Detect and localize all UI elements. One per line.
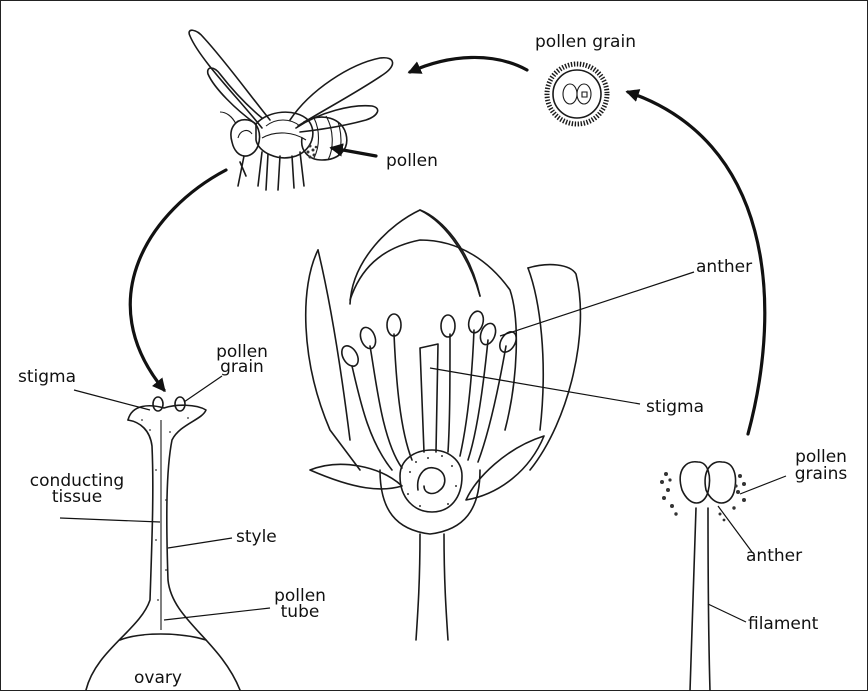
pistil-illustration — [86, 397, 240, 690]
stamen-illustration — [660, 462, 746, 691]
label-pollen-tube-line2: tube — [268, 604, 332, 621]
bee-illustration — [189, 30, 392, 190]
label-pollen: pollen — [386, 153, 438, 170]
flower-cross-section — [306, 210, 581, 640]
label-pollen-grain-left-line2: grain — [210, 359, 274, 376]
label-pollen-grains-right-line2: grains — [786, 466, 856, 483]
label-anther-right: anther — [746, 548, 802, 565]
label-filament: filament — [748, 616, 818, 633]
label-pollen-grain-top: pollen grain — [535, 34, 636, 51]
label-conducting-tissue-line2: tissue — [18, 489, 136, 506]
pollen-grain-illustration — [547, 64, 607, 124]
leader-lines — [60, 272, 786, 622]
label-stigma-center: stigma — [646, 399, 704, 416]
label-ovary: ovary — [134, 670, 182, 687]
label-anther-center: anther — [696, 259, 752, 276]
arrow-pollen-to-bee — [410, 57, 527, 72]
label-style: style — [236, 529, 277, 546]
label-stigma-left: stigma — [18, 369, 76, 386]
